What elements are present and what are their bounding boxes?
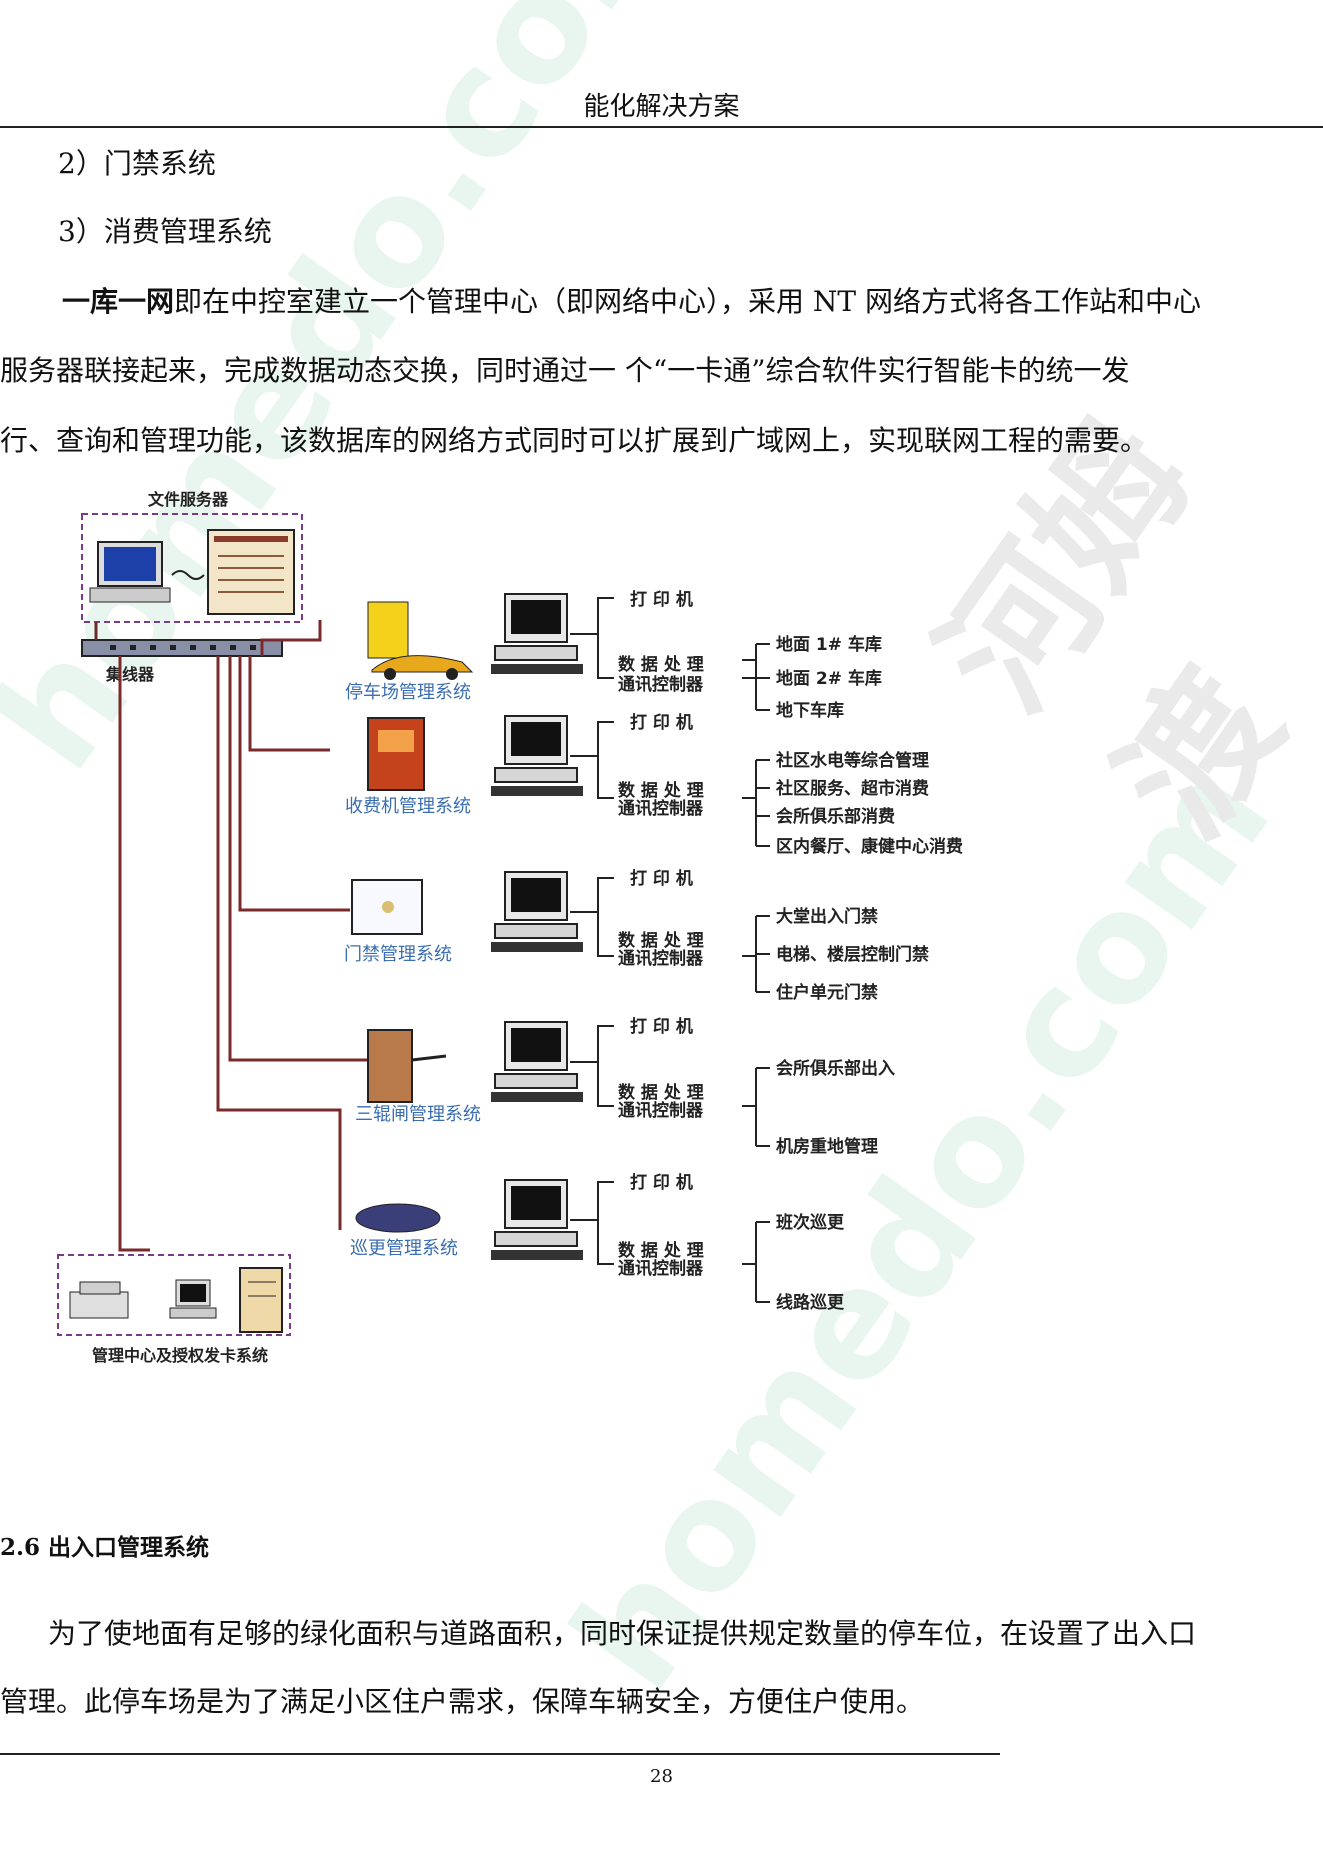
hub-device-icon — [81, 639, 283, 657]
network-diagram: 文件服务器 集线器 — [57, 490, 963, 1365]
turnstile-icon — [367, 1029, 447, 1103]
paragraph-line: 服务器联接起来，完成数据动态交换，同时通过一 个“一卡通”综合软件实行智能卡的统… — [0, 354, 1130, 387]
workstation-icon — [169, 1279, 217, 1319]
workstation-icon — [490, 715, 584, 797]
printer-label: 打 印 机 — [630, 589, 693, 610]
target-label: 班次巡更 — [776, 1212, 845, 1233]
printer-label: 打 印 机 — [630, 868, 693, 889]
server-computer-icon — [89, 541, 205, 603]
fee-terminal-icon — [367, 717, 425, 791]
controller-label: 通讯控制器 — [618, 1100, 704, 1121]
subsystem-name: 三辊闸管理系统 — [355, 1104, 481, 1125]
hub-label: 集线器 — [105, 665, 155, 684]
file-server-label: 文件服务器 — [148, 490, 229, 509]
controller-label: 数 据 处 理 — [618, 930, 704, 951]
printer-device-icon — [69, 1281, 129, 1319]
target-label: 区内餐厅、康健中心消费 — [776, 836, 963, 857]
paragraph-line: 一库一网即在中控室建立一个管理中心（即网络中心），采用 NT 网络方式将各工作站… — [62, 285, 1201, 319]
target-label: 线路巡更 — [776, 1292, 845, 1313]
branch-lines — [570, 597, 770, 1303]
card-issuer-cabinet-icon — [239, 1267, 283, 1333]
subsystem-name: 门禁管理系统 — [344, 944, 452, 965]
access-card-reader-icon — [351, 879, 423, 935]
target-label: 会所俱乐部出入 — [776, 1058, 895, 1079]
header-divider — [0, 126, 1323, 128]
list-item: 2）门禁系统 — [58, 147, 216, 180]
workstation-icon — [490, 1179, 584, 1261]
subsystem-name: 巡更管理系统 — [350, 1238, 458, 1259]
target-label: 社区服务、超市消费 — [775, 778, 929, 799]
printer-label: 打 印 机 — [630, 1172, 693, 1193]
target-label: 电梯、楼层控制门禁 — [776, 944, 929, 965]
section-heading: 2.6 出入口管理系统 — [0, 1534, 210, 1561]
controller-label: 数 据 处 理 — [618, 654, 704, 675]
workstation-icon — [490, 871, 584, 953]
parking-gate-icon — [367, 601, 474, 680]
workstation-icon — [490, 1021, 584, 1103]
subsystem-name: 停车场管理系统 — [345, 682, 471, 703]
list-item: 3）消费管理系统 — [58, 215, 272, 248]
workstation-icon — [490, 593, 584, 675]
page-number: 28 — [650, 1766, 673, 1787]
controller-label: 通讯控制器 — [618, 674, 704, 695]
controller-label: 数 据 处 理 — [618, 1240, 704, 1261]
controller-label: 通讯控制器 — [618, 1258, 704, 1279]
paragraph-text: 即在中控室建立一个管理中心（即网络中心），采用 NT 网络方式将各工作站和中心 — [174, 285, 1201, 318]
paragraph-line: 为了使地面有足够的绿化面积与道路面积，同时保证提供规定数量的停车位，在设置了出入… — [48, 1617, 1197, 1650]
target-label: 社区水电等综合管理 — [775, 750, 929, 771]
printer-label: 打 印 机 — [630, 712, 693, 733]
controller-label: 通讯控制器 — [618, 948, 704, 969]
subsystem-name: 收费机管理系统 — [345, 796, 471, 817]
bold-term: 一库一网 — [62, 285, 175, 318]
target-label: 大堂出入门禁 — [776, 906, 878, 927]
server-cabinet-icon — [207, 529, 295, 615]
target-label: 地面 2# 车库 — [776, 668, 882, 689]
target-label: 地下车库 — [776, 700, 844, 721]
printer-label: 打 印 机 — [630, 1016, 693, 1037]
management-center-box — [57, 1254, 291, 1336]
patrol-reader-icon — [355, 1203, 441, 1233]
controller-label: 通讯控制器 — [618, 798, 704, 819]
paragraph-line: 行、查询和管理功能，该数据库的网络方式同时可以扩展到广域网上，实现联网工程的需要… — [0, 424, 1149, 457]
paragraph-line: 管理。此停车场是为了满足小区住户需求，保障车辆安全，方便住户使用。 — [0, 1685, 925, 1718]
controller-label: 数 据 处 理 — [618, 780, 704, 801]
target-label: 住户单元门禁 — [776, 982, 878, 1003]
footer-divider — [0, 1753, 1000, 1755]
management-center-label: 管理中心及授权发卡系统 — [92, 1346, 268, 1365]
hub-links — [118, 620, 370, 1252]
target-label: 会所俱乐部消费 — [776, 806, 895, 827]
file-server-box — [81, 513, 303, 623]
controller-label: 数 据 处 理 — [618, 1082, 704, 1103]
page-header-title: 能化解决方案 — [583, 92, 740, 122]
target-label: 地面 1# 车库 — [776, 634, 882, 655]
target-label: 机房重地管理 — [776, 1136, 878, 1157]
